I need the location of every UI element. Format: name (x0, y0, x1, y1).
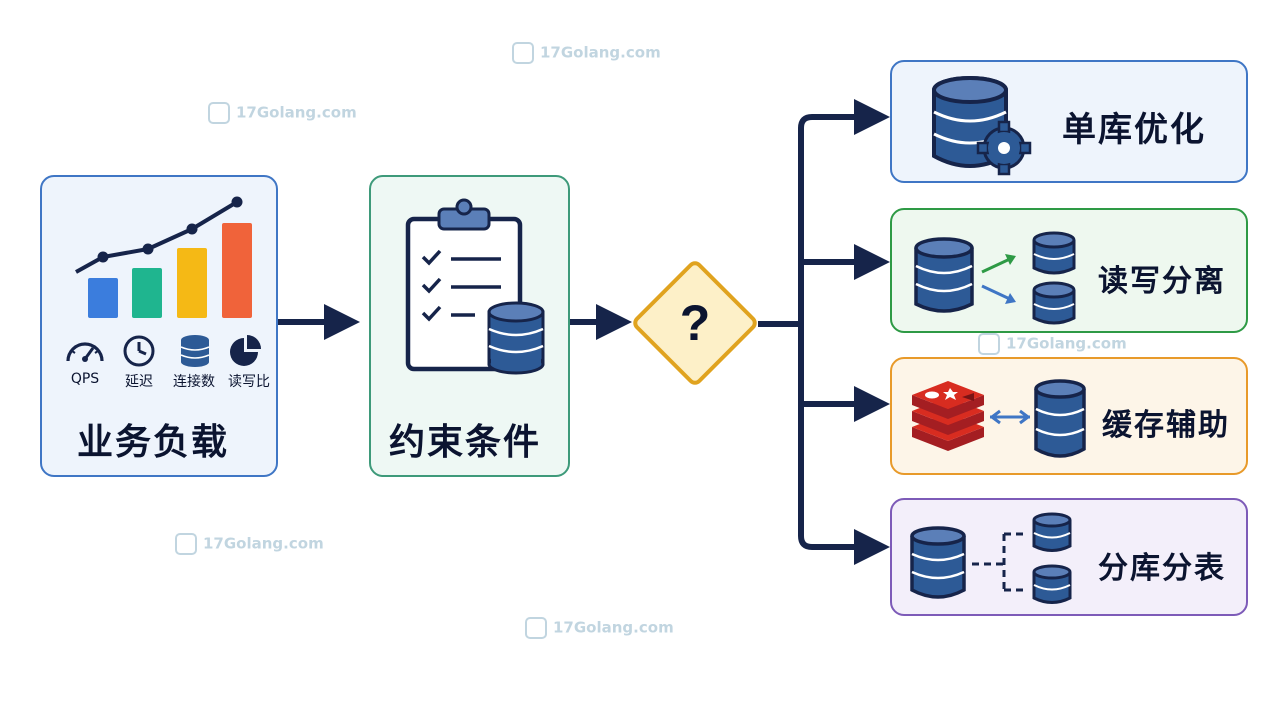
database-icon (1032, 231, 1076, 275)
load-bar-1 (88, 278, 118, 318)
decision-diamond: ? (633, 261, 757, 385)
redis-cache-icon (912, 379, 1086, 458)
database-icon (180, 335, 210, 367)
business-load-box: QPS 延迟 连接数 读写比 业务负载 (40, 175, 278, 477)
database-gear-icon (932, 76, 1032, 176)
branch-vertical (798, 114, 813, 550)
load-bar-3 (177, 248, 207, 318)
database-icon (914, 237, 974, 313)
database-icon (910, 526, 966, 599)
load-bar-2 (132, 268, 162, 318)
business-load-title: 业务负载 (77, 422, 230, 463)
sharding-icon (910, 512, 1072, 604)
clock-icon (123, 335, 155, 367)
gauge-icon (66, 342, 104, 362)
trend-point (231, 196, 243, 208)
database-icon (487, 301, 545, 375)
option-read-write-split: 读写分离 (890, 208, 1248, 333)
decision-question-mark: ? (680, 295, 711, 351)
constraints-box: 约束条件 (369, 175, 570, 477)
trend-point (142, 243, 154, 255)
database-icon (1032, 281, 1076, 325)
trend-point (186, 223, 198, 235)
database-icon (1032, 564, 1072, 604)
option-single-db-optimization: 单库优化 (890, 60, 1248, 183)
clipboard-checklist-icon (405, 198, 545, 375)
redis-logo-icon (912, 381, 984, 451)
gear-icon (976, 120, 1032, 176)
database-icon (1034, 379, 1086, 458)
metric-label-qps: QPS (70, 371, 100, 387)
pie-chart-icon (230, 335, 261, 366)
option-label-rw-split: 读写分离 (1098, 264, 1226, 299)
option-sharding: 分库分表 (890, 498, 1248, 616)
database-icon (1032, 512, 1072, 552)
metric-label-connections: 连接数 (173, 374, 215, 390)
metric-label-latency: 延迟 (125, 374, 153, 390)
option-cache-assist: 缓存辅助 (890, 357, 1248, 475)
read-write-split-icon (914, 231, 1076, 325)
option-label-cache: 缓存辅助 (1102, 408, 1230, 443)
option-label-sharding: 分库分表 (1098, 551, 1226, 586)
trend-point (97, 251, 109, 263)
growth-bar-chart-icon (75, 196, 252, 318)
option-label-single-db: 单库优化 (1062, 110, 1206, 150)
metric-label-rw-ratio: 读写比 (228, 374, 270, 390)
load-bar-4 (222, 223, 252, 318)
constraints-title: 约束条件 (389, 422, 542, 463)
